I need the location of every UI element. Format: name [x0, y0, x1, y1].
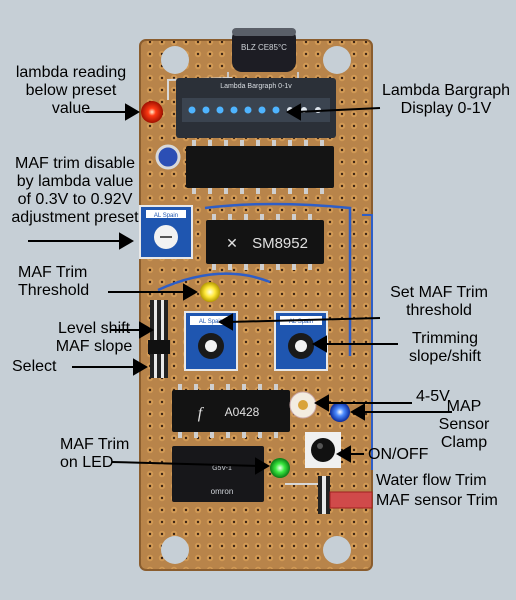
- ic-pin: [210, 432, 214, 438]
- label-maf-disable: MAF trim disable by lambda value of 0.3V…: [11, 155, 139, 226]
- bargraph-led: [188, 106, 196, 114]
- ic-pin: [274, 384, 278, 390]
- label-4-5v: 4-5V: [416, 388, 450, 405]
- ic-pin: [242, 432, 246, 438]
- ic-pin: [304, 140, 308, 146]
- ic-pin: [288, 140, 292, 146]
- ic-pin: [258, 384, 262, 390]
- ic-pin: [208, 140, 212, 146]
- ic-pin: [308, 264, 312, 270]
- label-onoff: ON/OFF: [368, 446, 429, 463]
- ic-pin: [320, 140, 324, 146]
- onoff-switch: [305, 432, 341, 468]
- label-maf-threshold: MAF Trim Threshold: [18, 264, 90, 299]
- ic-pin: [260, 264, 264, 270]
- bargraph-led: [202, 106, 210, 114]
- ic-pin: [260, 214, 264, 220]
- trimmer-brand: AL Spain: [289, 319, 313, 325]
- ic-pin: [276, 214, 280, 220]
- ic-pin: [292, 214, 296, 220]
- ic-pin: [242, 384, 246, 390]
- trim-headers: [285, 476, 373, 514]
- label-bargraph: Lambda Bargraph Display 0-1V: [381, 82, 511, 117]
- trimmer-lambda: AL Spain: [139, 205, 193, 259]
- ic-label-sm8952: SM8952: [252, 235, 308, 252]
- ic-pin: [258, 432, 262, 438]
- label-level-shift: Level shift MAF slope: [55, 320, 133, 355]
- label-set-threshold: Set MAF Trim threshold: [390, 284, 488, 319]
- ic-pin: [304, 188, 308, 194]
- ic-pin: [272, 140, 276, 146]
- select-jumper: [148, 300, 170, 378]
- bargraph-led: [272, 106, 280, 114]
- ic-pin: [256, 140, 260, 146]
- yellow-led: [200, 282, 220, 302]
- ic-pin: [228, 264, 232, 270]
- ic-pin: [192, 188, 196, 194]
- ic-pin: [212, 214, 216, 220]
- ic-pin: [194, 384, 198, 390]
- ic-pin: [228, 214, 232, 220]
- ic-pin: [240, 140, 244, 146]
- label-lambda-below: lambda reading below preset value: [15, 64, 127, 117]
- ic-pin: [274, 432, 278, 438]
- ic-pin: [212, 264, 216, 270]
- ic-pin: [224, 140, 228, 146]
- green-led: [270, 458, 290, 478]
- ic-chip-a0428: A0428 f: [172, 384, 290, 438]
- bargraph-print: Lambda Bargraph 0-1v: [220, 83, 292, 90]
- small-capacitor: [155, 144, 181, 170]
- ic-pin: [244, 214, 248, 220]
- ic-pin: [194, 432, 198, 438]
- ic-pin: [210, 384, 214, 390]
- label-maf-led: MAF Trim on LED: [60, 436, 130, 471]
- capacitor-print: BLZ CE85°C: [241, 43, 287, 52]
- ic-pin: [292, 264, 296, 270]
- bargraph-led: [258, 106, 266, 114]
- svg-text:f: f: [198, 405, 205, 422]
- bargraph-led: [244, 106, 252, 114]
- ic-pin: [308, 214, 312, 220]
- ic-chip-sm8952: SM8952 ✕: [206, 214, 324, 270]
- bargraph-led: [230, 106, 238, 114]
- label-trimming: Trimming slope/shift: [408, 330, 482, 365]
- label-maf-sensor: MAF sensor Trim: [376, 492, 498, 509]
- ic-pin: [272, 188, 276, 194]
- ic-pin: [256, 188, 260, 194]
- relay-code: G5V-1: [212, 465, 232, 472]
- omron-relay: G5V-1 omron: [172, 446, 264, 502]
- blue-led: [330, 402, 350, 422]
- ic-pin: [244, 264, 248, 270]
- ic-pin: [178, 432, 182, 438]
- svg-text:✕: ✕: [226, 235, 238, 251]
- trimmer-brand: AL Spain: [199, 319, 223, 325]
- label-water-flow: Water flow Trim: [376, 472, 487, 489]
- ic-pin: [288, 188, 292, 194]
- ic-pin: [320, 188, 324, 194]
- ic-pin: [224, 188, 228, 194]
- ic-pin: [226, 432, 230, 438]
- ic-label-a0428: A0428: [225, 405, 260, 419]
- label-map-clamp: MAP Sensor Clamp: [438, 398, 490, 451]
- ic-pin: [178, 384, 182, 390]
- ic-pin: [276, 264, 280, 270]
- clamp-diode: [289, 391, 317, 419]
- bargraph-led: [216, 106, 224, 114]
- ic-chip-top: [186, 140, 334, 194]
- red-led: [141, 101, 163, 123]
- relay-brand: omron: [211, 487, 234, 496]
- ic-pin: [208, 188, 212, 194]
- ic-pin: [192, 140, 196, 146]
- trimmer-brand: AL Spain: [154, 213, 178, 219]
- bargraph-display: Lambda Bargraph 0-1v: [176, 78, 336, 138]
- annotation-arrows: [28, 103, 452, 475]
- label-select: Select: [12, 358, 57, 375]
- ic-pin: [240, 188, 244, 194]
- ic-pin: [226, 384, 230, 390]
